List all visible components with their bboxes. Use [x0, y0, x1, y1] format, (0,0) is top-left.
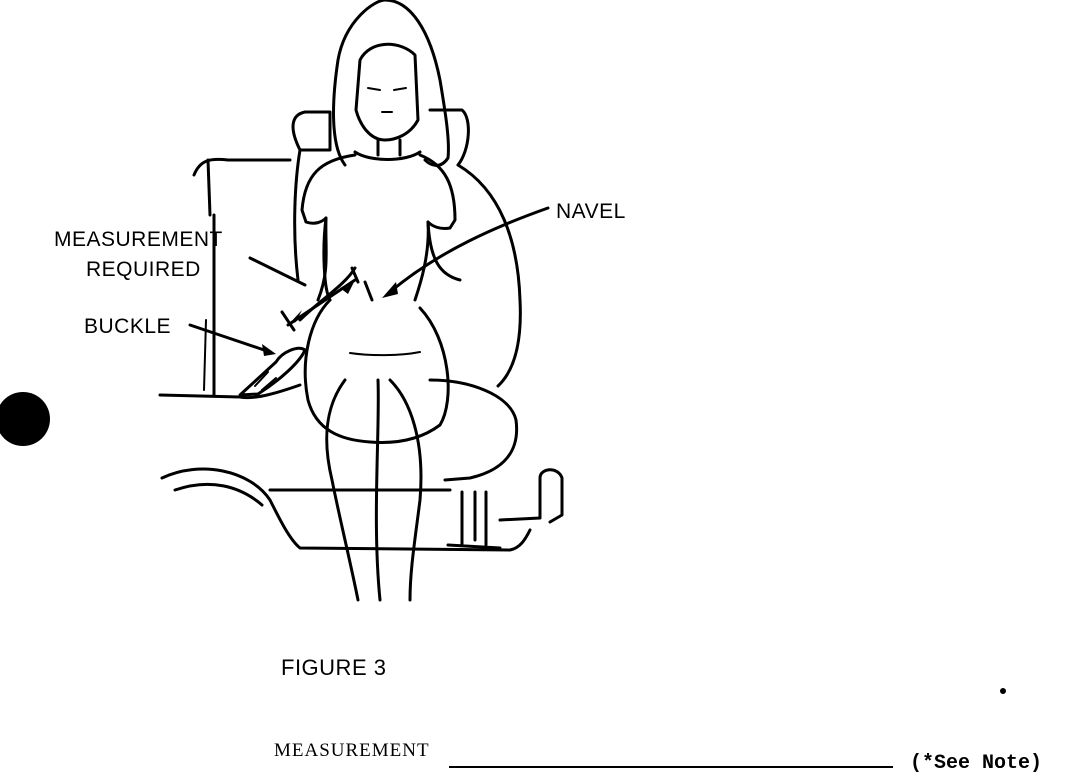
buckle-leader	[188, 323, 272, 354]
label-measurement: MEASUREMENT	[54, 228, 223, 251]
buckle	[238, 346, 307, 397]
figure-caption: FIGURE 3	[281, 655, 387, 680]
hair	[332, 0, 450, 167]
leg-right	[388, 378, 423, 602]
leg-left	[325, 378, 360, 602]
leg-mid	[374, 378, 382, 602]
measurement-field-line[interactable]	[449, 766, 893, 768]
punch-hole	[0, 392, 50, 446]
neck	[376, 138, 402, 157]
seat-back	[291, 110, 332, 152]
arm-left	[316, 216, 328, 302]
measurement-arrow-head-1	[288, 310, 302, 325]
navel-leader	[388, 206, 550, 294]
wheel-arch	[160, 467, 532, 552]
torso-right	[413, 153, 457, 302]
neckline	[353, 150, 422, 161]
wheel-arch-inner	[173, 482, 264, 507]
label-navel: NAVEL	[556, 200, 626, 223]
hair-fringe	[354, 42, 420, 142]
see-note-text: (*See Note)	[910, 752, 1043, 775]
seat-base	[268, 488, 502, 550]
skirt	[303, 298, 450, 444]
navel-arrow-head	[382, 282, 398, 298]
label-buckle: BUCKLE	[84, 315, 172, 338]
car-door	[158, 383, 302, 400]
eye-right	[393, 87, 407, 91]
label-required: REQUIRED	[86, 258, 201, 281]
headrest-right	[428, 108, 470, 167]
speck	[1000, 688, 1006, 694]
measurement-leader	[248, 256, 307, 287]
eye-left	[367, 87, 381, 91]
seat-rail	[498, 468, 564, 524]
seat-back-outline	[293, 148, 522, 388]
skirt-hem	[349, 351, 421, 357]
belt-mark	[350, 266, 374, 302]
seat-cushion	[428, 378, 519, 482]
seat-left-post	[206, 158, 216, 397]
measurement-arrow-head-2	[340, 280, 355, 294]
measurement-field-label: MEASUREMENT	[274, 740, 430, 761]
buckle-arrow-head	[262, 344, 276, 356]
measurement-tick	[280, 310, 296, 332]
arm-right	[426, 220, 462, 282]
buckle-strap	[254, 371, 277, 391]
